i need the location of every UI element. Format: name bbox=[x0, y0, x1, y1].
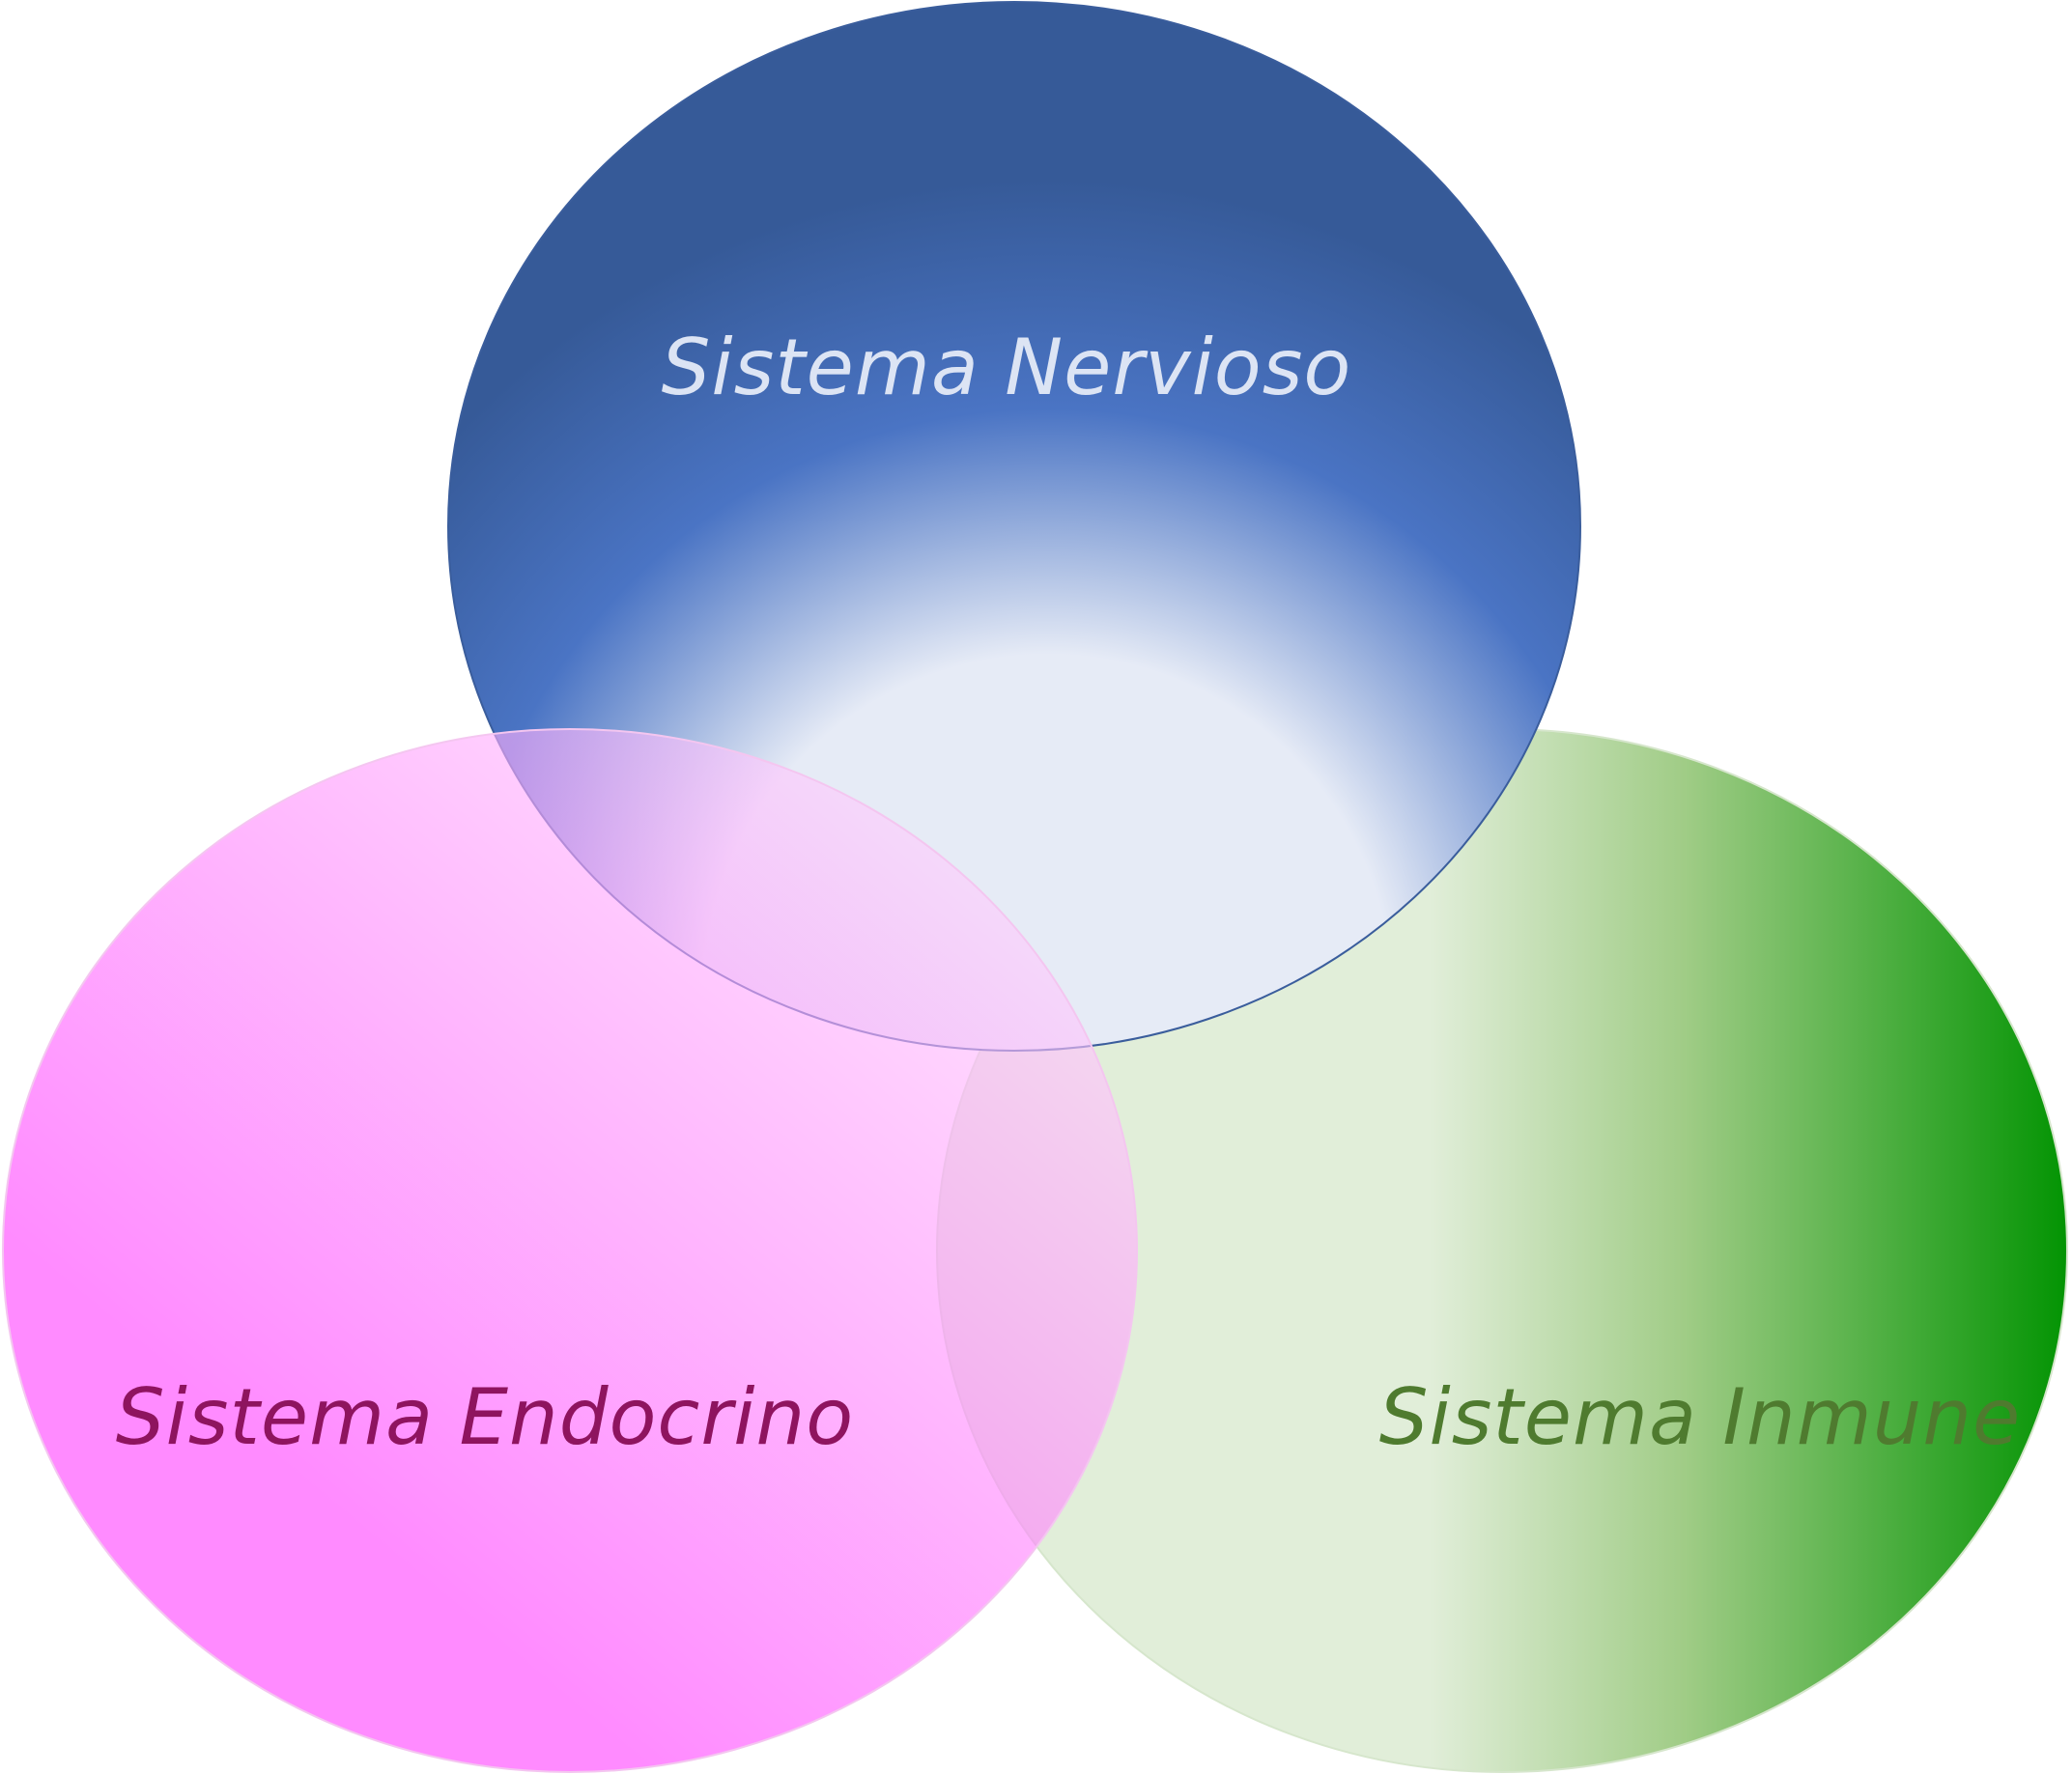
label-endocrino: Sistema Endocrino bbox=[116, 1372, 854, 1462]
circle-endocrino bbox=[2, 728, 1138, 1773]
label-inmune: Sistema Inmune bbox=[1379, 1372, 2022, 1462]
set-endocrino bbox=[2, 728, 1138, 1773]
label-nervioso: Sistema Nervioso bbox=[662, 323, 1352, 412]
